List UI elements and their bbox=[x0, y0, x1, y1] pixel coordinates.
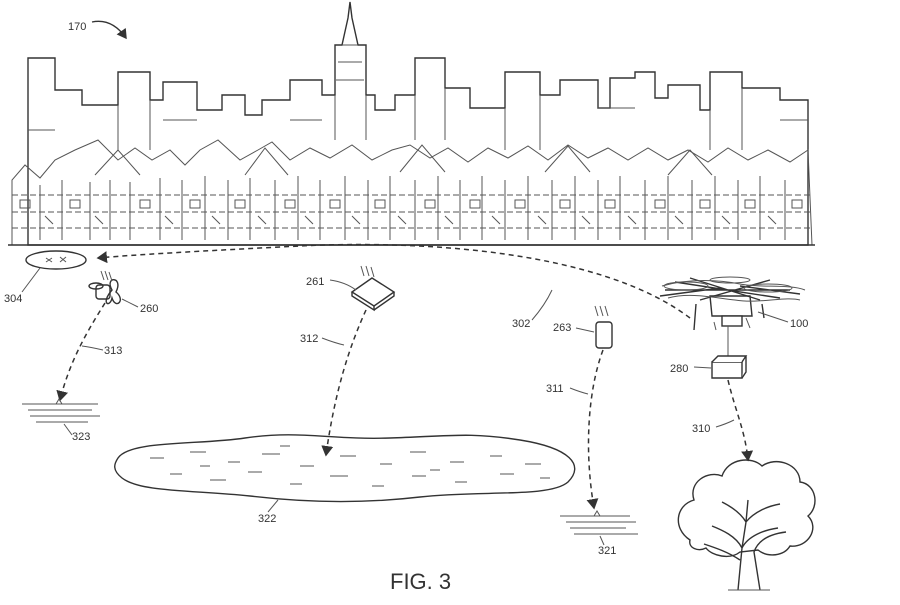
leader-313 bbox=[81, 345, 104, 351]
leader-263 bbox=[575, 327, 595, 333]
leader-260 bbox=[121, 298, 139, 308]
ref-label-321: 321 bbox=[598, 545, 616, 557]
uav-100 bbox=[659, 276, 806, 356]
package-280 bbox=[711, 355, 748, 379]
ground-321 bbox=[560, 510, 638, 535]
leader-100 bbox=[757, 311, 789, 323]
lake-322 bbox=[114, 434, 576, 503]
flight-path-313 bbox=[56, 302, 106, 402]
leader-310 bbox=[715, 419, 735, 428]
ref-arrow-170 bbox=[91, 20, 127, 40]
ref-label-313: 313 bbox=[104, 345, 122, 357]
figure-caption: FIG. 3 bbox=[390, 569, 451, 594]
ground-323 bbox=[22, 398, 100, 423]
leader-304 bbox=[21, 267, 41, 293]
ref-label-323: 323 bbox=[72, 431, 90, 443]
flight-path-302 bbox=[96, 243, 691, 319]
ref-label-322: 322 bbox=[258, 513, 276, 525]
flight-path-312 bbox=[321, 309, 367, 457]
ref-label-280: 280 bbox=[670, 363, 688, 375]
ref-label-302: 302 bbox=[512, 318, 530, 330]
landing-pad bbox=[25, 250, 87, 270]
ref-label-311: 311 bbox=[546, 383, 564, 395]
leader-312 bbox=[321, 337, 345, 346]
leader-261 bbox=[329, 279, 357, 291]
ref-label-261: 261 bbox=[306, 276, 324, 288]
item-263-container bbox=[594, 305, 613, 349]
ref-label-263: 263 bbox=[553, 322, 571, 334]
ref-label-260: 260 bbox=[140, 303, 158, 315]
flight-path-310 bbox=[727, 379, 754, 462]
flight-path-311 bbox=[586, 349, 604, 510]
leader-322 bbox=[267, 499, 279, 513]
ref-label-100: 100 bbox=[790, 318, 808, 330]
item-261-package bbox=[350, 265, 396, 312]
leader-321 bbox=[599, 535, 605, 546]
leader-311 bbox=[569, 387, 589, 395]
ref-label-170: 170 bbox=[68, 21, 86, 33]
tree bbox=[677, 459, 816, 591]
leader-280 bbox=[693, 366, 712, 369]
ref-label-312: 312 bbox=[300, 333, 318, 345]
leader-323 bbox=[63, 423, 73, 436]
ref-label-310: 310 bbox=[692, 423, 710, 435]
item-260-parachute bbox=[88, 270, 121, 305]
ref-label-304: 304 bbox=[4, 293, 22, 305]
leader-302 bbox=[531, 289, 553, 321]
city-skyline bbox=[8, 1, 815, 246]
